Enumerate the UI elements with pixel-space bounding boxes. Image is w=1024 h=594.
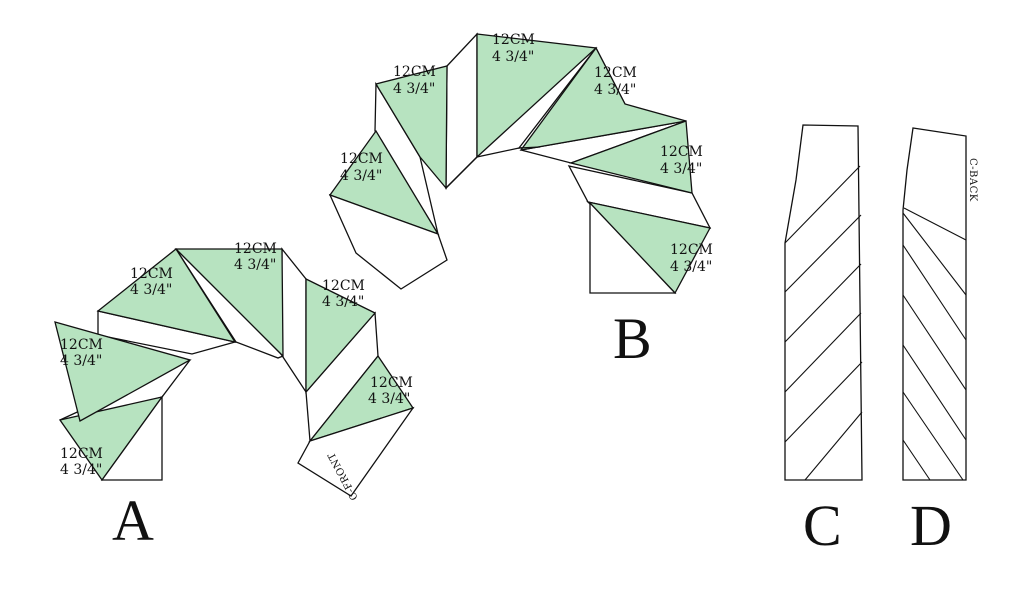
measure-label-cm: 12CM xyxy=(234,241,277,257)
measure-label-cm: 12CM xyxy=(60,337,103,353)
piece-d-hatch xyxy=(902,244,967,341)
piece-b xyxy=(328,32,712,295)
piece-b-labels: 12CM 4 3/4" 12CM 4 3/4" 12CM 4 3/4" 12CM… xyxy=(340,32,713,371)
piece-b-start-block xyxy=(328,193,448,290)
piece-b-letter: B xyxy=(613,306,652,371)
measure-label-inch: 4 3/4" xyxy=(130,282,172,298)
piece-a-wedge-2 xyxy=(54,321,192,422)
measure-label-inch: 4 3/4" xyxy=(492,49,534,65)
piece-c-hatch xyxy=(784,312,862,393)
piece-a-wedge-3 xyxy=(96,248,237,343)
piece-d: C-BACK D xyxy=(902,127,978,558)
measure-label-cm: 12CM xyxy=(130,266,173,282)
piece-c-letter: C xyxy=(803,493,842,558)
piece-a-strip-4 xyxy=(280,247,307,395)
measure-label-inch: 4 3/4" xyxy=(670,259,712,275)
measure-label-inch: 4 3/4" xyxy=(594,82,636,98)
piece-c-hatch xyxy=(784,214,862,293)
piece-c-hatch xyxy=(784,165,861,244)
piece-c: C xyxy=(784,124,863,558)
piece-a-wedge-5 xyxy=(305,277,377,394)
piece-a-end-block xyxy=(100,394,163,481)
piece-c-hatch xyxy=(784,361,863,443)
measure-label-cm: 12CM xyxy=(340,151,383,167)
measure-label-inch: 4 3/4" xyxy=(234,257,276,273)
piece-d-hatch xyxy=(902,344,967,441)
piece-a xyxy=(54,247,415,497)
measure-label-cm: 12CM xyxy=(322,278,365,294)
measure-label-cm: 12CM xyxy=(370,375,413,391)
piece-d-hatch xyxy=(903,207,967,241)
piece-c-hatch xyxy=(804,411,863,481)
measure-label-cm: 12CM xyxy=(670,242,713,258)
piece-a-wedge-4 xyxy=(174,248,284,358)
piece-b-end-block xyxy=(589,201,677,294)
measure-label-inch: 4 3/4" xyxy=(660,161,702,177)
measure-label-inch: 4 3/4" xyxy=(60,353,102,369)
piece-d-hatch xyxy=(902,391,964,481)
back-note: C-BACK xyxy=(967,158,978,202)
piece-b-wedge-5 xyxy=(568,120,693,194)
piece-d-letter: D xyxy=(910,493,952,558)
piece-b-inner-edge xyxy=(445,146,541,189)
measure-label-cm: 12CM xyxy=(594,65,637,81)
piece-a-labels: 12CM 4 3/4" 12CM 4 3/4" 12CM 4 3/4" 12CM… xyxy=(60,241,413,553)
piece-a-letter: A xyxy=(112,488,154,553)
piece-a-front-block xyxy=(297,406,415,497)
piece-d-hatch xyxy=(902,212,967,296)
measure-label-cm: 12CM xyxy=(660,144,703,160)
measure-label-inch: 4 3/4" xyxy=(368,391,410,407)
measure-label-inch: 4 3/4" xyxy=(340,168,382,184)
piece-b-wedge-3 xyxy=(476,33,598,159)
piece-b-strip-2 xyxy=(445,32,478,190)
measure-label-inch: 4 3/4" xyxy=(322,294,364,310)
piece-c-hatch xyxy=(784,263,862,343)
piece-d-outline xyxy=(902,127,967,481)
measure-label-cm: 12CM xyxy=(393,64,436,80)
piece-d-hatch xyxy=(902,439,931,481)
measure-label-inch: 4 3/4" xyxy=(60,462,102,478)
measure-label-cm: 12CM xyxy=(60,446,103,462)
measure-label-cm: 12CM xyxy=(492,32,535,48)
piece-d-hatch xyxy=(902,294,967,391)
measure-label-inch: 4 3/4" xyxy=(393,81,435,97)
